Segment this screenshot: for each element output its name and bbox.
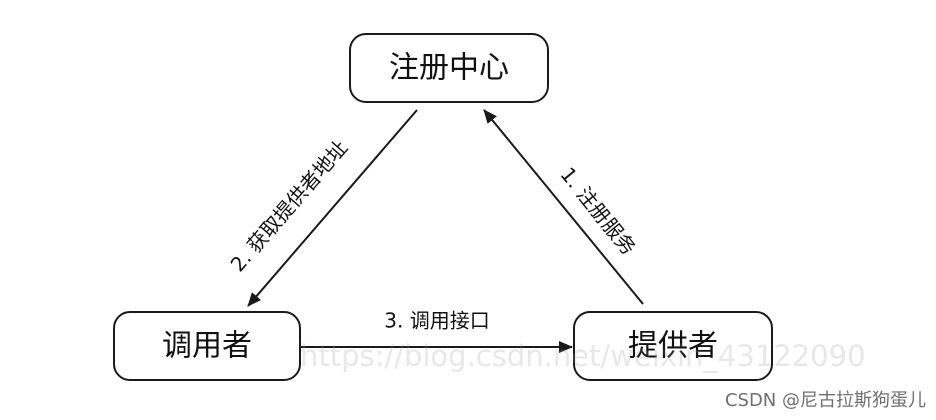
provider-node: 提供者 [573,311,773,381]
invoke-interface-label: 3. 调用接口 [384,309,489,333]
register-service-label: 1. 注册服务 [556,163,641,260]
caller-node: 调用者 [113,311,301,381]
csdn-credit-watermark: CSDN @尼古拉斯狗蛋儿 [724,390,926,411]
registry-node: 注册中心 [349,33,549,103]
register-service-arrow [483,109,644,305]
provider-node-label: 提供者 [628,329,718,364]
get-address-arrow [247,109,418,307]
caller-node-label: 调用者 [162,329,252,364]
registry-node-label: 注册中心 [389,51,509,86]
